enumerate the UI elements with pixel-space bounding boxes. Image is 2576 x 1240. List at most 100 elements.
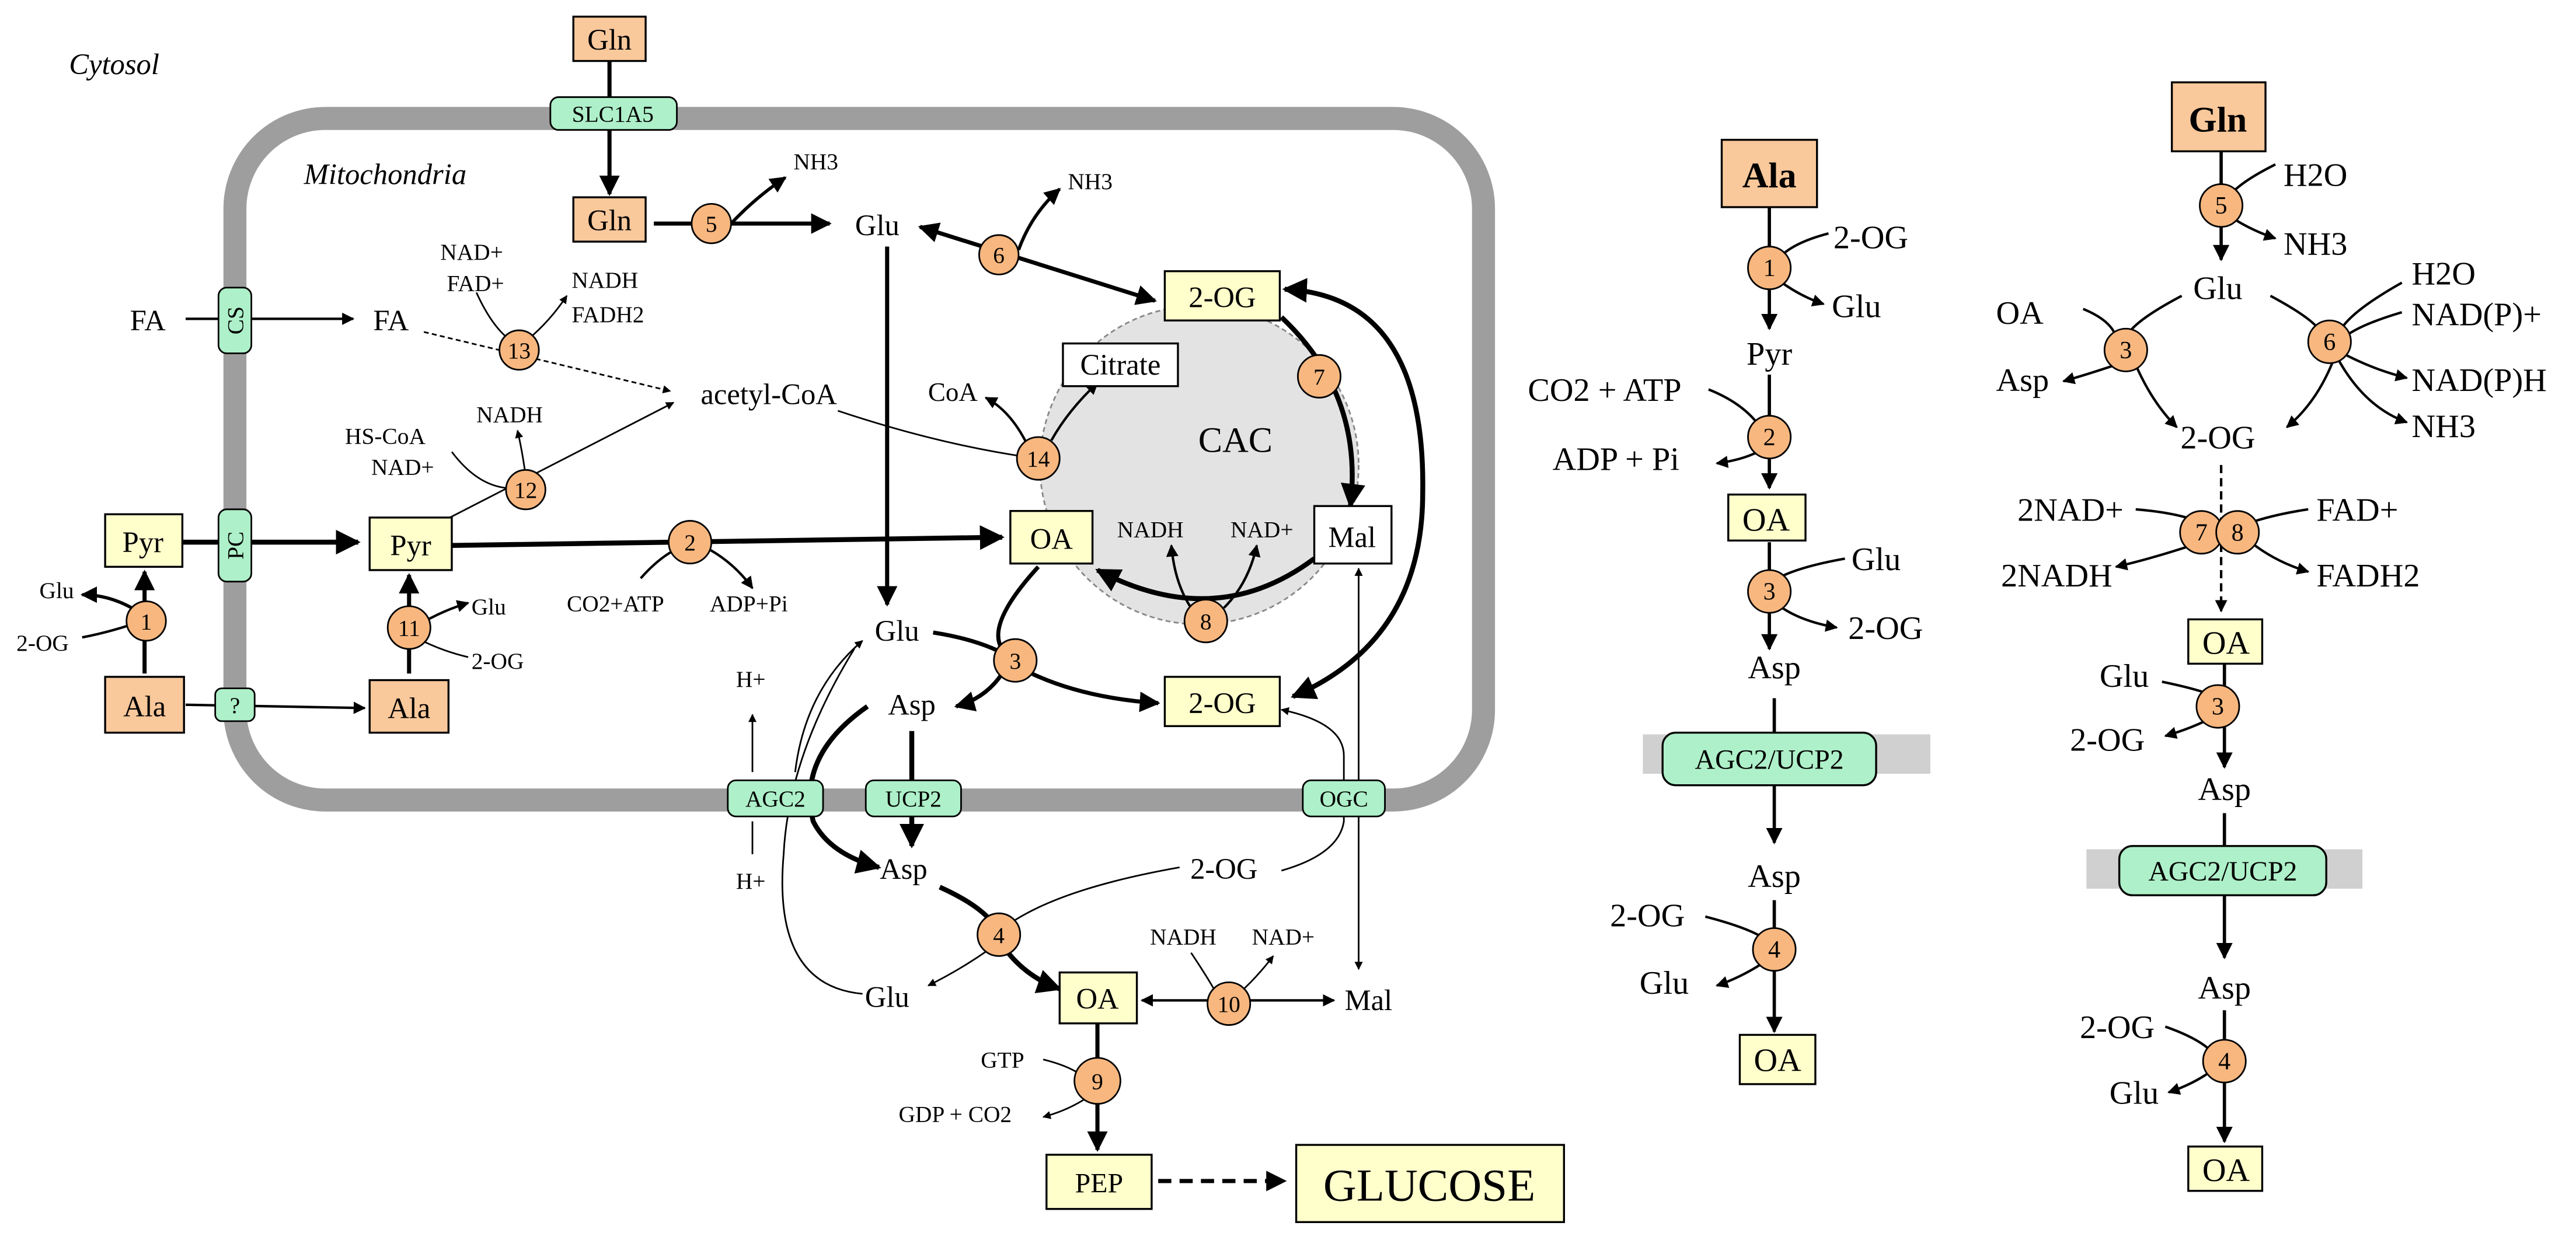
- gln-h2o-6: H2O: [2412, 256, 2476, 292]
- 2og-cac-box: [1163, 270, 1281, 322]
- 2og-cac-label: 2-OG: [1188, 281, 1256, 314]
- enzyme-10: [1207, 981, 1252, 1026]
- oa-to-3-arrow: [996, 565, 1040, 651]
- mal-cyto-label: Mal: [1345, 984, 1393, 1017]
- nadh-8-label: NADH: [1117, 517, 1184, 543]
- gln-nadp-6: NAD(P)+: [2412, 297, 2542, 333]
- ala-enzymes: [1747, 246, 1797, 972]
- glu-into-mito-arrow: [794, 640, 863, 773]
- nadh-8-arrow: [1166, 544, 1193, 609]
- mitochondria-label: Mitochondria: [304, 158, 467, 191]
- pep-label: PEP: [1075, 1168, 1123, 1199]
- enzyme-13: [499, 329, 540, 371]
- glu-1-label: Glu: [40, 578, 74, 603]
- gln-enzyme-5: [2199, 183, 2244, 228]
- gln-e5-num: 5: [2215, 192, 2228, 219]
- pep-box: [1045, 1154, 1153, 1210]
- ala-boxes: [1661, 138, 1877, 1085]
- gln-e6-num: 6: [2323, 329, 2336, 356]
- nadph-6-right: [2342, 352, 2408, 382]
- gln-asp-3: Asp: [1996, 362, 2049, 399]
- coa-label: CoA: [928, 378, 978, 407]
- pyr-to-oa-arrow: [451, 525, 1005, 550]
- glucose-label: GLUCOSE: [1323, 1161, 1535, 1211]
- ala-glu2: Glu: [1852, 542, 1901, 578]
- enzyme-11: [386, 605, 431, 650]
- oa-to-3-right: [2082, 308, 2117, 338]
- 3-to-asp-arrow: [954, 672, 1004, 712]
- nh3-6-label: NH3: [1068, 169, 1113, 194]
- glu-mito-mid-label: Glu: [875, 614, 919, 647]
- fadh2-13-label: FADH2: [571, 302, 644, 327]
- fadh2-right: [2250, 541, 2310, 575]
- oa2-box-mid: [1738, 1033, 1817, 1085]
- enzyme-9: [1073, 1057, 1121, 1105]
- oa2-box-right: [2187, 1145, 2264, 1192]
- mal-mito-label: Mal: [1328, 521, 1376, 554]
- oa1-box-mid: [1727, 493, 1807, 542]
- agc2ucp2-mid: [1661, 731, 1877, 787]
- oa-mito-label: OA: [1030, 522, 1073, 555]
- co2atp-mid-arrow: [1708, 388, 1759, 425]
- 2og-to-4-right: [2164, 1025, 2212, 1053]
- gln-mito-label: Gln: [587, 204, 632, 236]
- oa-cyto-box: [1058, 971, 1138, 1025]
- gln-transporter-label: AGC2/UCP2: [2148, 856, 2297, 887]
- ala-oa2: OA: [1754, 1042, 1802, 1078]
- agc2ucp2-right: [2118, 845, 2327, 896]
- pc-label: PC: [223, 532, 249, 560]
- h-down-label: H+: [736, 868, 766, 894]
- gln-top-label: Gln: [587, 23, 632, 56]
- 3-to-2og-right: [2134, 364, 2178, 428]
- ogc-transporter: [1302, 779, 1386, 818]
- acetylcoa-to-14-arrow: [837, 410, 1026, 458]
- enzyme-6: [978, 234, 1020, 275]
- oa-cyto-label: OA: [1076, 982, 1119, 1015]
- ala-pyr: Pyr: [1747, 336, 1792, 372]
- gtp-9-label: GTP: [981, 1047, 1024, 1073]
- gln-nadh2: 2NADH: [2001, 558, 2113, 594]
- gln-h2o-5: H2O: [2284, 157, 2347, 193]
- glu-in-mid-arrow: [1777, 557, 1845, 579]
- pyr-cyto-box: [104, 513, 184, 568]
- fa-out-label: FA: [130, 304, 166, 337]
- enzyme-7-num: 7: [1313, 364, 1325, 390]
- ala-glu3: Glu: [1640, 965, 1689, 1001]
- h-up-label: H+: [736, 666, 766, 692]
- ala-e4-num: 4: [1768, 936, 1780, 963]
- ala-e1-num: 1: [1763, 254, 1776, 282]
- asp-cyto-label: Asp: [880, 853, 928, 885]
- gln-oa-3: OA: [1996, 295, 2044, 331]
- left-cofactors: NH3 NH3 NAD+ FAD+ NADH FADH2 HS-CoA NAD+…: [16, 149, 1315, 1127]
- enzyme-7: [1296, 354, 1341, 399]
- enzyme-11-num: 11: [398, 616, 420, 641]
- pyr-mito-box: [368, 516, 453, 571]
- h2o-5-right-arrow: [2230, 163, 2276, 195]
- left-boxes: [104, 15, 1566, 1223]
- ala-cyto-box: [104, 676, 185, 734]
- 4-to-glu-right: [2167, 1070, 2212, 1095]
- gln-2og-3b: 2-OG: [2070, 722, 2145, 759]
- oa-mito-box: [1009, 509, 1094, 565]
- pyr-to-acetylcoa-arrow: [440, 401, 675, 523]
- left-enzymes: [126, 202, 1341, 1105]
- enzyme-5: [691, 202, 732, 244]
- fa-in-label: FA: [373, 304, 409, 337]
- gln-2og: 2-OG: [2180, 420, 2255, 456]
- gln-e3b-num: 3: [2212, 693, 2224, 721]
- gln-top-box: [572, 15, 647, 62]
- pc-transporter: [217, 508, 253, 583]
- gln-2og-4: 2-OG: [2080, 1010, 2155, 1046]
- glu-mito-top-label: Glu: [855, 209, 900, 242]
- ala-enzyme-3: [1747, 569, 1792, 614]
- 2og-mito-box: [1163, 676, 1281, 728]
- ala-transporter-label: AGC2/UCP2: [1695, 745, 1844, 776]
- ala-e3-num: 3: [1763, 578, 1776, 606]
- nh3-5-arrow: [730, 176, 787, 225]
- fad-right: [2250, 508, 2309, 524]
- nadh-12-label: NADH: [476, 402, 543, 428]
- nadh-13-arrow: [528, 295, 568, 340]
- gln-nad2: 2NAD+: [2017, 492, 2124, 529]
- enzyme-8-num: 8: [1200, 609, 1212, 634]
